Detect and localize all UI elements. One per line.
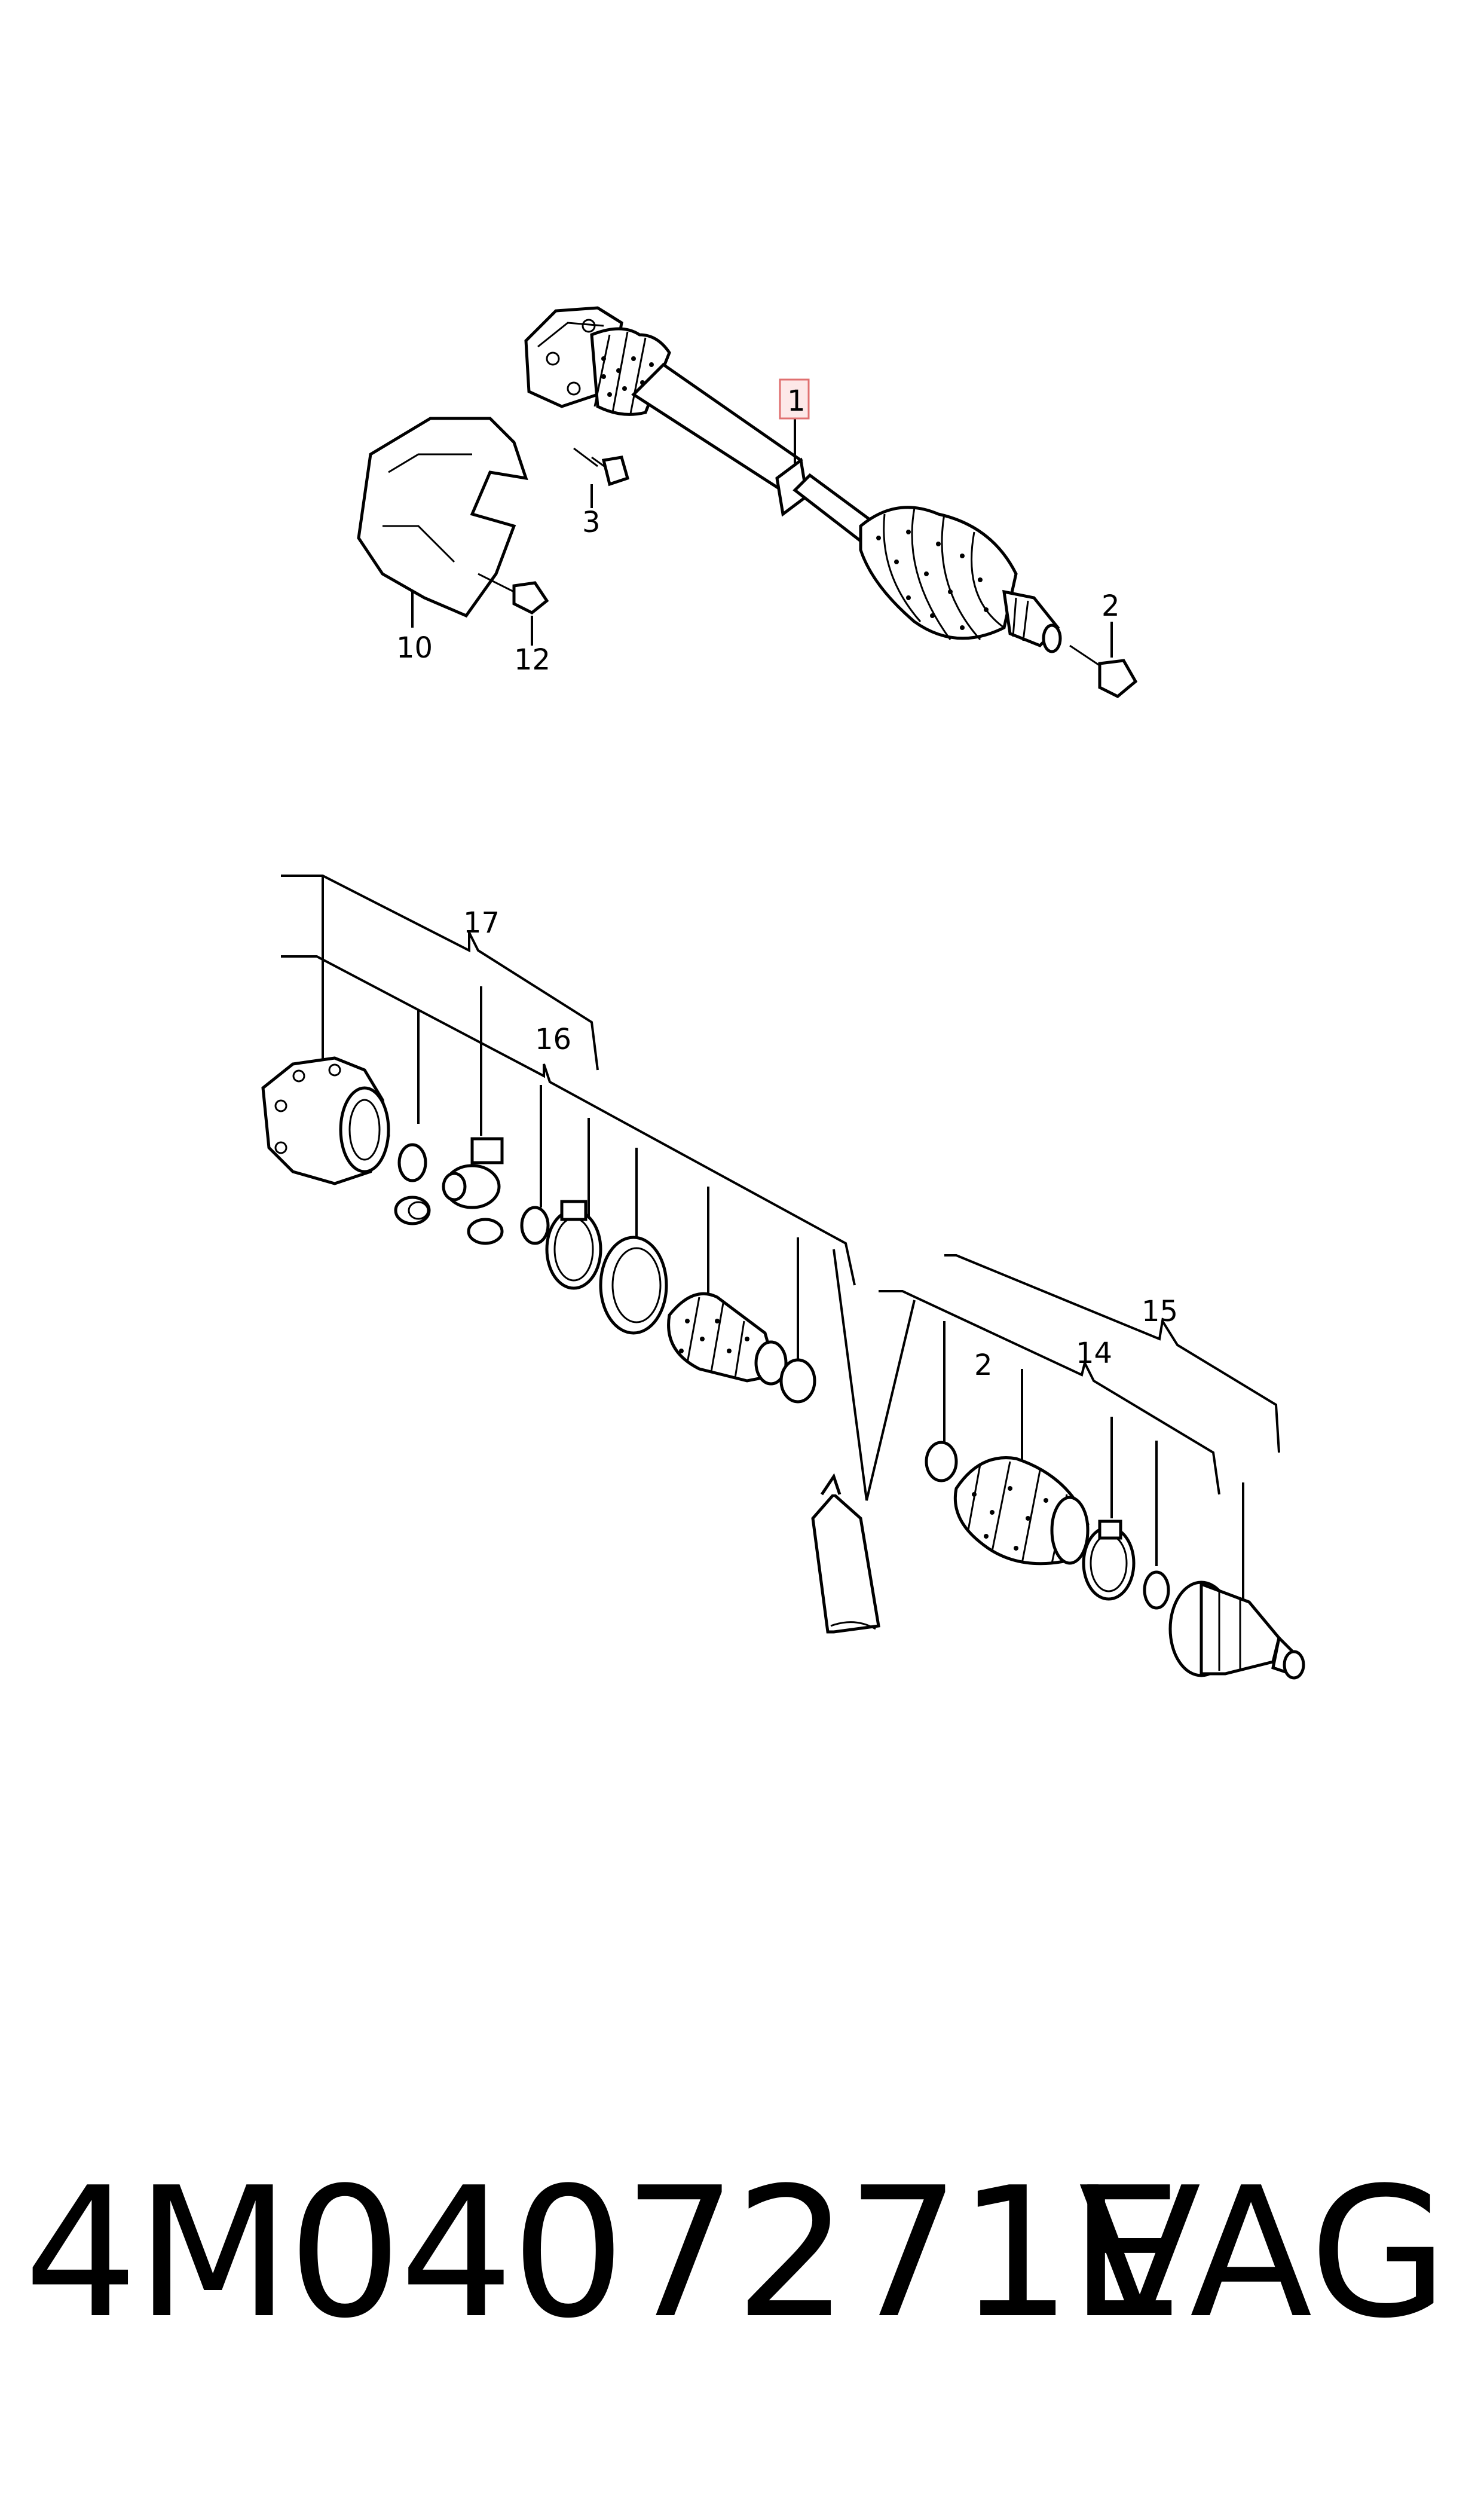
callout-inner-repair-kit: 16 bbox=[535, 1023, 571, 1056]
callout-shield-bolt: 12 bbox=[514, 643, 550, 677]
inner-repair-boot bbox=[667, 1292, 788, 1386]
tripod-roller bbox=[442, 1137, 504, 1245]
grease-tube bbox=[811, 1473, 880, 1634]
outer-clamp-small bbox=[925, 1441, 958, 1482]
circlip-2 bbox=[520, 1206, 550, 1245]
callout-heat-shield: 10 bbox=[396, 631, 433, 665]
shaft-tube bbox=[631, 362, 882, 543]
callout-bolt-flange: 3 bbox=[582, 506, 601, 539]
outer-repair-boot bbox=[953, 1456, 1090, 1566]
boot-ring bbox=[599, 1236, 668, 1335]
callout-shaft: 1 bbox=[787, 384, 806, 418]
part-number: 4M0407271E bbox=[24, 2149, 1183, 2358]
inner-nut bbox=[394, 1196, 431, 1225]
repair-kits-exploded: 17 16 2 14 15 bbox=[261, 875, 1305, 1680]
brand-name: VAG bbox=[1078, 2149, 1448, 2358]
callout-outer-joint-kit-a: 14 bbox=[1076, 1337, 1112, 1370]
outer-circlip bbox=[1143, 1570, 1170, 1610]
boot-clamp-small bbox=[779, 1358, 816, 1404]
callout-outer-joint-kit-b: 15 bbox=[1142, 1295, 1178, 1328]
callout-bolt-outer: 2 bbox=[1101, 589, 1120, 623]
callout-inner-joint-kit: 17 bbox=[463, 906, 500, 940]
outer-bolt bbox=[1069, 644, 1138, 698]
heat-shield bbox=[357, 417, 528, 618]
callout-outer-repair-kit: 2 bbox=[974, 1349, 993, 1382]
circlip-inner bbox=[397, 1143, 427, 1182]
outer-clamp-large bbox=[1082, 1520, 1136, 1601]
outer-cv-joint bbox=[1168, 1580, 1305, 1680]
boot-clamp-large bbox=[545, 1200, 602, 1290]
shaft-callout-box bbox=[779, 378, 810, 420]
outer-boot bbox=[859, 506, 1018, 640]
shield-bolt bbox=[478, 573, 549, 615]
outer-joint-stub bbox=[1002, 589, 1062, 653]
tripod-housing bbox=[261, 1056, 390, 1185]
drive-shaft-assembly: 1 2 3 10 12 bbox=[357, 306, 1138, 698]
flange-bolt bbox=[573, 447, 630, 487]
